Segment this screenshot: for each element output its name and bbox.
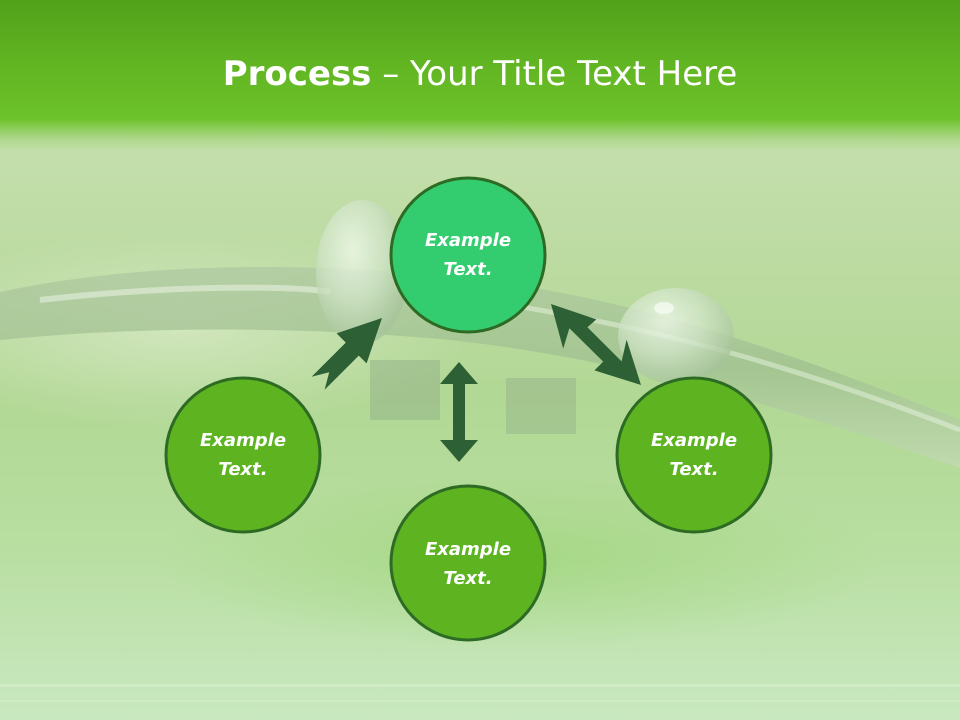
arrow-vertical <box>440 362 478 462</box>
node-top-line2: Text. <box>443 259 493 280</box>
node-right-line2: Text. <box>669 459 719 480</box>
node-bottom-line1: Example <box>424 539 512 560</box>
node-left-line1: Example <box>199 430 287 451</box>
node-left-circle <box>164 376 322 534</box>
title-bar <box>0 0 960 152</box>
node-bottom-text[interactable]: Example Text. <box>398 535 538 593</box>
title-rest: – Your Title Text Here <box>371 54 738 94</box>
node-top-circle <box>389 176 547 334</box>
node-right-circle <box>615 376 773 534</box>
node-bottom-line2: Text. <box>443 568 493 589</box>
node-top-line1: Example <box>424 230 512 251</box>
arrow-top-left <box>311 318 382 390</box>
node-right-text[interactable]: Example Text. <box>624 426 764 484</box>
slide-title[interactable]: Process – Your Title Text Here <box>0 48 960 100</box>
arrow-top-right <box>551 304 641 385</box>
node-left-line2: Text. <box>218 459 268 480</box>
node-top-text[interactable]: Example Text. <box>398 226 538 284</box>
node-left-text[interactable]: Example Text. <box>173 426 313 484</box>
node-bottom-circle <box>389 484 547 642</box>
title-bold: Process <box>222 54 372 94</box>
node-right-line1: Example <box>650 430 738 451</box>
